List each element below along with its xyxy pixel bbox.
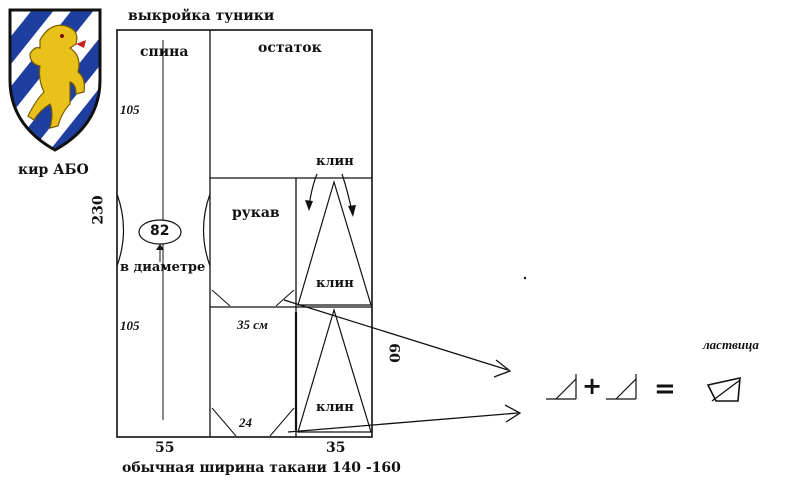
bottom-right-width: 35 — [326, 440, 346, 456]
pattern-title: выкройка туники — [128, 8, 275, 24]
gusset-bottom-width: 24 — [239, 415, 252, 430]
upper-wedge-label: клин — [316, 276, 354, 291]
bottom-left-width: 55 — [155, 440, 175, 456]
gusset-half-left-icon — [546, 374, 577, 400]
wedge-arrow-label: клин — [316, 154, 354, 169]
neck-diameter-value: 82 — [150, 223, 170, 239]
coat-of-arms-icon — [8, 8, 102, 152]
equals-sign: = — [654, 374, 676, 404]
gusset-result-icon — [706, 376, 741, 402]
sleeve-length: 60 — [385, 343, 402, 363]
total-length: 230 — [90, 195, 107, 225]
fabric-width-caption: обычная ширина такани 140 -160 — [122, 460, 401, 476]
sleeve-width: 35 см — [237, 317, 268, 332]
remainder-label: остаток — [258, 40, 322, 56]
back-bottom-length: 105 — [120, 318, 140, 333]
gusset-half-right-icon — [606, 374, 637, 400]
neck-diameter-caption: в диаметре — [120, 260, 206, 275]
lower-wedge-label: клин — [316, 400, 354, 415]
plus-sign: + — [582, 372, 603, 400]
sleeve-label: рукав — [232, 205, 280, 221]
back-top-length: 105 — [120, 102, 140, 117]
owner-label: кир АБО — [18, 162, 89, 178]
gusset-label: ластвица — [703, 337, 759, 352]
back-label: спина — [140, 44, 189, 60]
